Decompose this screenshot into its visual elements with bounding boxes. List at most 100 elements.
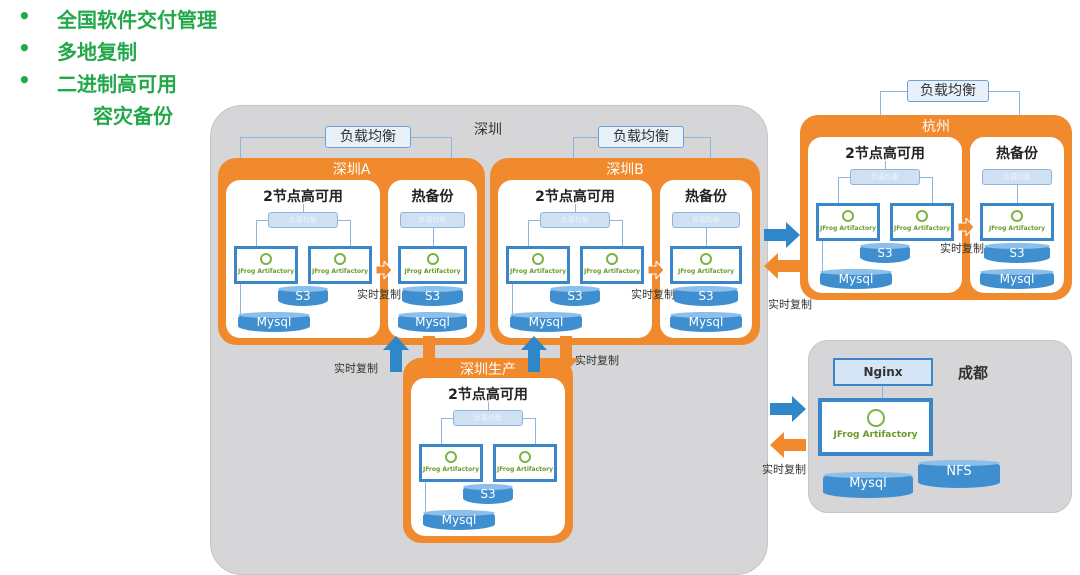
s3-storage: S3 <box>860 243 910 263</box>
ha-title: 2节点高可用 <box>448 387 528 403</box>
jfrog-logo-icon <box>916 210 928 222</box>
bullet-3: 二进制高可用 <box>57 72 177 96</box>
jfrog-artifactory-node: JFrog Artifactory <box>670 246 742 284</box>
jfrog-logo-icon <box>260 253 272 265</box>
site-label: 杭州 <box>922 119 950 135</box>
connector <box>256 220 268 221</box>
mysql-db-label: Mysql <box>528 315 564 329</box>
bullet-symbol: • <box>18 4 31 28</box>
connector <box>838 177 850 178</box>
connector <box>303 204 304 212</box>
replication-label-shenzhen-b: 实时复制 <box>575 354 619 367</box>
jfrog-label: JFrog Artifactory <box>893 225 950 232</box>
mysql-db-label: Mysql <box>415 315 450 329</box>
mysql-db-label: Mysql <box>838 272 874 286</box>
jfrog-artifactory-node: JFrog Artifactory <box>890 203 954 241</box>
site-label: 深圳生产 <box>460 362 516 378</box>
s3-storage: S3 <box>278 286 328 306</box>
mysql-db: Mysql <box>670 312 742 332</box>
mini-load-balancer: 负载均衡 <box>400 212 465 228</box>
jfrog-label: JFrog Artifactory <box>404 268 461 275</box>
nginx-box: Nginx <box>833 358 933 386</box>
connector <box>240 284 241 318</box>
nfs-storage-chengdu: NFS <box>918 460 1000 488</box>
connector <box>528 220 540 221</box>
mysql-db-label: Mysql <box>441 513 477 527</box>
jfrog-logo-icon <box>700 253 712 265</box>
jfrog-label: JFrog Artifactory <box>311 268 368 275</box>
jfrog-label: JFrog Artifactory <box>496 466 553 473</box>
jfrog-logo-icon <box>334 253 346 265</box>
blue-up-arrow-icon <box>521 336 547 372</box>
s3-storage-label: S3 <box>424 289 441 303</box>
bullet-1: 全国软件交付管理 <box>57 8 217 32</box>
replication-label-shenzhen-a: 实时复制 <box>334 362 378 375</box>
jfrog-label: JFrog Artifactory <box>677 268 734 275</box>
s3-storage: S3 <box>550 286 600 306</box>
bullet-symbol: • <box>18 36 31 60</box>
orange-right-arrow-icon <box>376 261 392 279</box>
connector <box>610 220 622 221</box>
s3-storage: S3 <box>463 484 513 504</box>
ha-title: 2节点高可用 <box>535 189 615 205</box>
load-balancer-hangzhou: 负载均衡 <box>907 80 989 102</box>
connector <box>523 418 535 419</box>
jfrog-logo-icon <box>532 253 544 265</box>
s3-storage: S3 <box>674 286 738 306</box>
connector <box>432 228 434 246</box>
connector <box>838 177 839 203</box>
s3-storage-label: S3 <box>567 289 583 303</box>
backup-title: 热备份 <box>996 146 1038 162</box>
jfrog-artifactory-node: JFrog Artifactory <box>308 246 372 284</box>
jfrog-artifactory-node: JFrog Artifactory <box>234 246 298 284</box>
jfrog-label: JFrog Artifactory <box>237 268 294 275</box>
ha-title: 2节点高可用 <box>263 189 343 205</box>
connector <box>256 220 257 246</box>
blue-right-arrow-icon <box>764 222 800 248</box>
connector <box>441 418 453 419</box>
connector <box>1017 185 1018 203</box>
mysql-db: Mysql <box>423 510 495 530</box>
load-balancer-shenzhen-a: 负载均衡 <box>325 126 411 148</box>
mysql-db: Mysql <box>980 269 1054 289</box>
jfrog-label: JFrog Artifactory <box>819 225 876 232</box>
replication-label-chengdu: 实时复制 <box>762 463 806 476</box>
bullet-3-continuation: 容灾备份 <box>93 104 173 128</box>
jfrog-logo-icon <box>519 451 531 463</box>
jfrog-label: JFrog Artifactory <box>509 268 566 275</box>
connector <box>535 418 536 444</box>
connector <box>932 177 933 203</box>
mysql-label: Mysql <box>849 476 887 491</box>
replication-label-hangzhou: 实时复制 <box>768 298 812 311</box>
jfrog-label: JFrog Artifactory <box>422 466 479 473</box>
connector <box>885 161 886 169</box>
jfrog-artifactory-node: JFrog Artifactory <box>980 203 1054 241</box>
bullet-2: 多地复制 <box>57 40 137 64</box>
s3-storage-label: S3 <box>877 246 893 260</box>
connector <box>512 284 513 318</box>
chengdu-label: 成都 <box>958 364 989 382</box>
mysql-db-label: Mysql <box>256 315 292 329</box>
jfrog-logo-icon <box>606 253 618 265</box>
connector <box>920 177 932 178</box>
mysql-db: Mysql <box>238 312 310 332</box>
mysql-db: Mysql <box>510 312 582 332</box>
shenzhen-label: 深圳 <box>474 122 502 138</box>
bullet-symbol: • <box>18 68 31 92</box>
connector <box>706 228 707 246</box>
replication-label: 实时复制 <box>631 288 675 301</box>
connector <box>441 418 442 444</box>
orange-down-arrow-icon <box>553 336 579 372</box>
jfrog-artifactory-chengdu: JFrog Artifactory <box>818 398 933 456</box>
connector <box>822 241 823 275</box>
blue-right-arrow-icon <box>770 396 806 422</box>
mini-load-balancer: 负载均衡 <box>982 169 1052 185</box>
orange-right-arrow-icon <box>958 218 974 236</box>
mysql-db: Mysql <box>398 312 467 332</box>
